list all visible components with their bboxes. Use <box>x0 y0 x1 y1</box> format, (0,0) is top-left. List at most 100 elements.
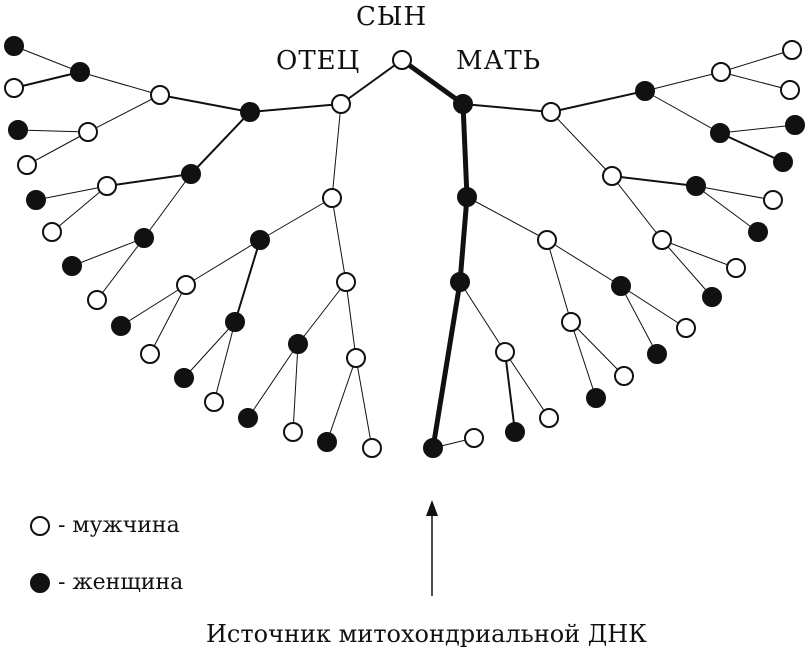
tree-link <box>326 357 357 443</box>
male-symbol-icon <box>30 515 50 536</box>
tree-link <box>355 357 373 449</box>
legend-male-text: - мужчина <box>58 513 180 538</box>
female-node <box>457 187 477 207</box>
son-label: СЫН <box>356 2 428 32</box>
female-node <box>4 36 24 56</box>
tree-link <box>247 343 299 419</box>
tree-link <box>120 284 187 327</box>
male-node <box>4 78 24 98</box>
female-node <box>710 123 730 143</box>
female-node <box>505 422 525 442</box>
tree-link <box>71 237 145 267</box>
tree-link <box>234 239 261 323</box>
male-node <box>17 155 37 175</box>
tree-link <box>149 284 187 355</box>
tree-link <box>96 237 145 301</box>
tree-link <box>550 111 613 177</box>
tree-link <box>297 281 347 345</box>
female-node <box>8 120 28 140</box>
male-node <box>763 190 783 210</box>
tree-link <box>457 194 470 285</box>
tree-link <box>106 173 192 187</box>
male-node <box>322 188 342 208</box>
tree-link <box>719 124 796 134</box>
male-node <box>42 222 62 242</box>
female-node <box>611 276 631 296</box>
male-node <box>176 275 196 295</box>
tree-link <box>35 185 108 201</box>
male-node <box>537 230 557 250</box>
male-node <box>602 166 622 186</box>
tree-link <box>570 321 597 399</box>
female-node <box>317 432 337 452</box>
male-node <box>392 50 412 70</box>
arrow-up-icon <box>426 500 438 516</box>
tree-link <box>17 129 89 133</box>
tree-link <box>340 59 403 105</box>
tree-link <box>331 103 342 199</box>
tree-link <box>546 239 622 287</box>
tree-link <box>661 239 713 298</box>
legend-female-text: - женщина <box>58 570 184 595</box>
tree-link <box>644 71 722 92</box>
male-node <box>652 230 672 250</box>
female-node <box>748 222 768 242</box>
female-node <box>111 316 131 336</box>
tree-link <box>183 321 236 379</box>
male-node <box>495 342 515 362</box>
male-node <box>204 392 224 412</box>
tree-link <box>87 94 161 133</box>
tree-link <box>695 185 759 233</box>
male-node <box>464 428 484 448</box>
tree-link <box>462 103 552 113</box>
tree-link <box>504 351 550 419</box>
tree-link <box>620 285 658 355</box>
female-node <box>62 256 82 276</box>
female-node <box>686 176 706 196</box>
tree-link <box>79 71 161 96</box>
tree-link <box>51 185 108 233</box>
male-node <box>331 94 351 114</box>
male-node <box>283 422 303 442</box>
tree-link <box>430 279 463 451</box>
tree-link <box>345 281 357 359</box>
tree-link <box>550 90 646 113</box>
tree-link <box>331 197 347 283</box>
female-node <box>134 228 154 248</box>
legend-male: - мужчина <box>30 513 180 538</box>
female-node <box>635 81 655 101</box>
tree-link <box>459 281 506 353</box>
tree-link <box>546 239 572 323</box>
tree-link <box>644 90 721 134</box>
male-node <box>711 62 731 82</box>
male-node <box>87 290 107 310</box>
male-node <box>780 80 800 100</box>
male-node <box>362 438 382 458</box>
female-node <box>250 230 270 250</box>
male-node <box>561 312 581 332</box>
female-node <box>785 115 805 135</box>
tree-link <box>13 71 81 89</box>
tree-link <box>259 197 333 241</box>
female-node <box>181 164 201 184</box>
father-label: ОТЕЦ <box>276 46 361 76</box>
mtdna-source-caption: Источник митохондриальной ДНК <box>206 620 647 648</box>
tree-link <box>620 285 687 329</box>
female-node <box>453 94 473 114</box>
tree-link <box>719 132 784 163</box>
male-node <box>614 366 634 386</box>
female-node <box>586 388 606 408</box>
tree-link <box>504 351 516 433</box>
female-node <box>450 272 470 292</box>
female-node <box>240 102 260 122</box>
female-node <box>70 62 90 82</box>
female-symbol-icon <box>30 572 50 593</box>
tree-link <box>249 103 342 113</box>
male-node <box>97 176 117 196</box>
male-node <box>150 85 170 105</box>
female-node <box>225 312 245 332</box>
tree-link <box>611 175 697 187</box>
female-node <box>647 344 667 364</box>
tree-link <box>720 71 791 91</box>
